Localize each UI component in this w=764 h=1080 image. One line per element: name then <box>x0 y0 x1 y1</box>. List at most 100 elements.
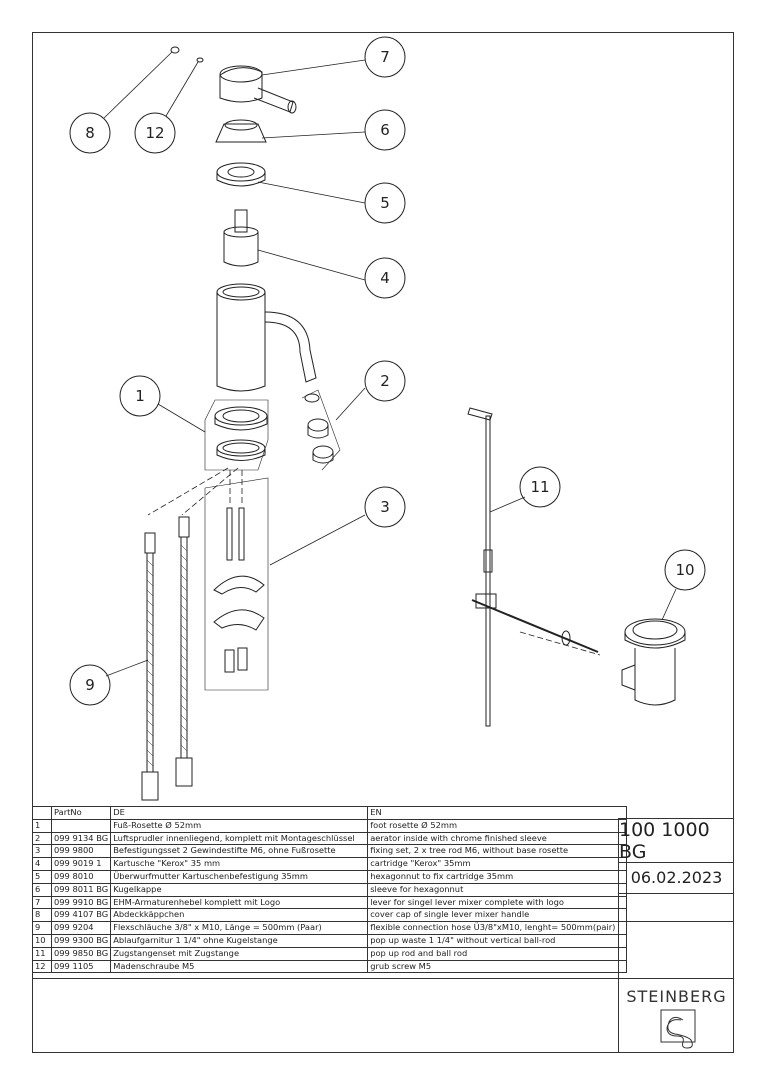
row-number: 5 <box>32 869 52 884</box>
brand-logo: STEINBERG <box>618 978 734 1053</box>
description-en: lever for singel lever mixer complete wi… <box>367 895 628 910</box>
callout-2: 2 <box>364 360 406 402</box>
description-en: fixing set, 2 x tree rod M6, without bas… <box>367 844 628 859</box>
callout-9: 9 <box>69 664 111 706</box>
title-block-empty-cell <box>618 893 734 922</box>
callout-1: 1 <box>119 375 161 417</box>
description-de: Flexschläuche 3/8" x M10, Länge = 500mm … <box>110 921 369 935</box>
callout-6: 6 <box>364 109 406 151</box>
drawing-date: 06.02.2023 <box>618 862 734 894</box>
row-number: 1 <box>32 818 52 833</box>
part-sleeve <box>215 119 267 143</box>
svg-text:4: 4 <box>380 269 390 287</box>
description-en: cover cap of single lever mixer handle <box>367 908 628 923</box>
part-number: 099 9850 BG <box>50 946 112 961</box>
row-number: 11 <box>32 946 52 961</box>
exploded-view-drawing: 1 2 3 4 5 6 7 8 9 10 11 12 <box>69 36 706 801</box>
part-number: 099 9800 <box>50 844 112 859</box>
svg-text:1: 1 <box>135 387 145 405</box>
description-de: Überwurfmutter Kartuschenbefestigung 35m… <box>110 869 369 884</box>
description-de: Kartusche "Kerox" 35 mm <box>110 857 369 871</box>
part-number: 099 9019 1 <box>50 857 112 871</box>
description-de: Madenschraube M5 <box>110 959 369 974</box>
row-number: 2 <box>32 831 52 846</box>
description-en: sleeve for hexagonnut <box>367 882 628 897</box>
table-divider <box>32 978 618 979</box>
part-hexnut <box>216 162 266 187</box>
description-en: cartridge "Kerox" 35mm <box>367 857 628 871</box>
part-cover-cap-screw <box>170 46 204 63</box>
header-en: EN <box>367 806 628 820</box>
part-number: 099 4107 BG <box>50 908 112 923</box>
header-de: DE <box>110 806 369 820</box>
part-number: 099 9910 BG <box>50 895 112 910</box>
row-number: 4 <box>32 857 52 871</box>
row-number: 6 <box>32 882 52 897</box>
part-aerator <box>301 389 341 471</box>
part-number: 099 8011 BG <box>50 882 112 897</box>
callout-3: 3 <box>364 486 406 528</box>
callout-11: 11 <box>519 466 561 508</box>
description-de: Befestigungsset 2 Gewindestifte M6, ohne… <box>110 844 369 859</box>
part-lever <box>219 65 297 114</box>
svg-text:7: 7 <box>380 48 390 66</box>
description-de: Kugelkappe <box>110 882 369 897</box>
part-number: 099 9134 BG <box>50 831 112 846</box>
brand-name: STEINBERG <box>626 987 727 1006</box>
callout-5: 5 <box>364 182 406 224</box>
title-block-empty-cell <box>618 921 734 978</box>
callout-12: 12 <box>134 112 176 154</box>
brand-logo-icon <box>660 1009 695 1049</box>
description-en: pop up waste 1 1/4" without vertical bal… <box>367 933 628 948</box>
svg-text:2: 2 <box>380 372 390 390</box>
svg-text:8: 8 <box>85 124 95 142</box>
svg-text:11: 11 <box>530 478 549 496</box>
description-en: grub screw M5 <box>367 959 628 974</box>
part-flex-hoses <box>141 516 193 801</box>
description-en: flexible connection hose Ü3/8"xM10, leng… <box>367 921 628 935</box>
row-number: 9 <box>32 921 52 935</box>
description-de: Luftsprudler innenliegend, komplett mit … <box>110 831 369 846</box>
table-header-row: PartNo DE EN <box>32 806 628 820</box>
svg-text:12: 12 <box>145 124 164 142</box>
row-number: 3 <box>32 844 52 859</box>
part-number <box>50 818 112 833</box>
part-mixer-body <box>216 283 317 392</box>
leader-lines <box>103 51 677 677</box>
part-number: 099 8010 <box>50 869 112 884</box>
description-de: Abdeckkäppchen <box>110 908 369 923</box>
row-number: 10 <box>32 933 52 948</box>
svg-text:5: 5 <box>380 194 390 212</box>
assembly-lines <box>147 467 601 656</box>
description-de: Fuß-Rosette Ø 52mm <box>110 818 369 833</box>
article-number: 100 1000 BG <box>618 818 734 863</box>
svg-text:6: 6 <box>380 121 390 139</box>
drawing-frame <box>32 32 734 1053</box>
description-de: Zugstangenset mit Zugstange <box>110 946 369 961</box>
part-fixing-set <box>204 477 269 691</box>
part-pop-up-waste <box>621 618 686 706</box>
row-number: 12 <box>32 959 52 974</box>
callout-4: 4 <box>364 257 406 299</box>
part-foot-rosette <box>204 399 269 471</box>
header-partno: PartNo <box>50 806 112 820</box>
row-number: 8 <box>32 908 52 923</box>
part-number: 099 1105 <box>50 959 112 974</box>
callout-bubbles: 1 2 3 4 5 6 7 8 9 10 11 12 <box>69 36 706 706</box>
row-number: 7 <box>32 895 52 910</box>
svg-text:3: 3 <box>380 498 390 516</box>
part-number: 099 9300 BG <box>50 933 112 948</box>
svg-text:10: 10 <box>675 561 694 579</box>
callout-7: 7 <box>364 36 406 78</box>
